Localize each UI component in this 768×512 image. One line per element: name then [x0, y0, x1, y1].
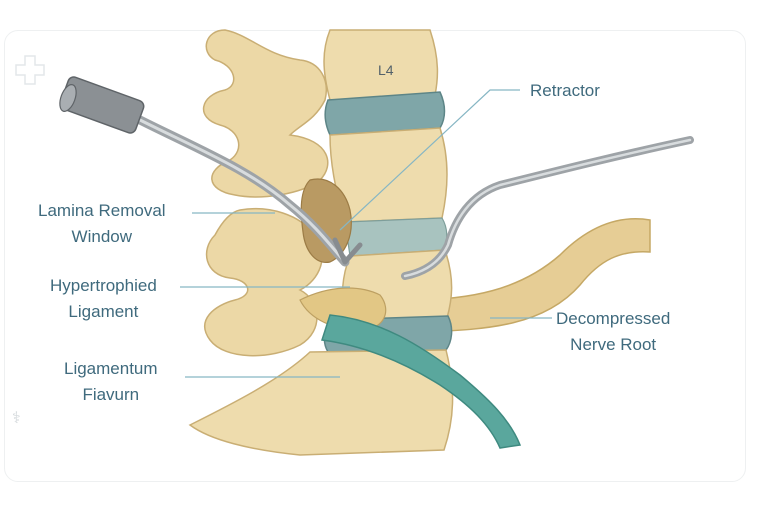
nerve-root: [408, 218, 651, 333]
retractor-label: Retractor: [530, 78, 600, 104]
flavum-text-2: Fiavurn: [82, 385, 140, 404]
lamina-text-1: Lamina Removal: [38, 201, 166, 220]
hyper-text-2: Ligament: [68, 302, 139, 321]
ligamentum-nerve: [321, 314, 522, 449]
hypertrophied-ligament-label: Hypertrophied Ligament: [50, 273, 157, 325]
bottom-vertebral-body: [188, 349, 454, 456]
nerve-text-1: Decompressed: [556, 309, 671, 328]
decompressed-nerve-root-label: Decompressed Nerve Root: [556, 306, 670, 358]
ligamentum-flavum-label: Ligamentum Fiavurn: [64, 356, 158, 408]
right-instrument: [401, 136, 694, 280]
hyper-text-1: Hypertrophied: [50, 276, 157, 295]
lamina-text-2: Window: [71, 227, 133, 246]
lamina-removal-label: Lamina Removal Window: [38, 198, 166, 250]
left-instrument-handle: [59, 76, 145, 134]
nerve-text-2: Nerve Root: [570, 335, 657, 354]
caduceus-icon: ⚕: [12, 410, 21, 427]
hypertrophied-ligament: [299, 287, 387, 331]
flavum-text-1: Ligamentum: [64, 359, 158, 378]
retractor-text: Retractor: [530, 81, 600, 100]
vertebra-label: L4: [378, 62, 394, 78]
medical-cross-icon: [15, 55, 45, 85]
left-instrument-tip: [332, 237, 363, 265]
posterior-elements: [202, 29, 329, 198]
retractor-leader: [339, 89, 520, 231]
